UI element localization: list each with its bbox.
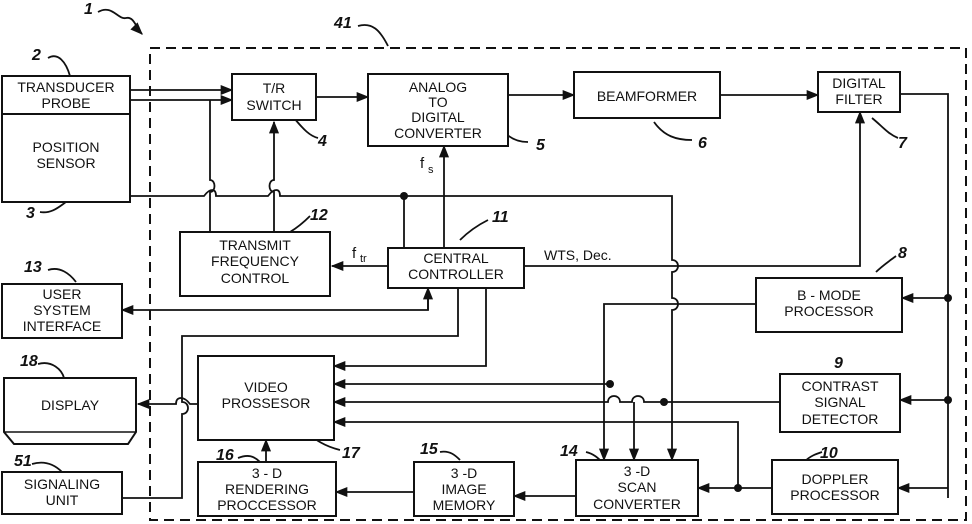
signaling-unit-line-2: UNIT xyxy=(46,492,79,508)
rendering-line-3: PROCCESSOR xyxy=(217,497,317,513)
ref-9: 9 xyxy=(834,355,843,372)
ref-18: 18 xyxy=(20,353,38,370)
video-processor-line-1: VIDEO xyxy=(244,379,288,395)
ref-41: 41 xyxy=(333,15,352,32)
tr-switch-line-1: T/R xyxy=(263,80,286,96)
adc-line-4: CONVERTER xyxy=(394,125,482,141)
ref-11: 11 xyxy=(492,209,509,226)
usi-line-2: SYSTEM xyxy=(33,302,91,318)
ref-13: 13 xyxy=(24,259,42,276)
position-sensor-line-1: POSITION xyxy=(33,139,100,155)
adc-line-1: ANALOG xyxy=(409,79,467,95)
ref-12: 12 xyxy=(310,207,328,224)
fs-subscript: s xyxy=(428,164,434,176)
scan-converter-line-1: 3 -D xyxy=(624,463,650,479)
ref-5: 5 xyxy=(536,137,546,154)
ref-2: 2 xyxy=(31,47,41,64)
csd-line-1: CONTRAST xyxy=(802,378,879,394)
ref-17: 17 xyxy=(342,445,361,462)
rendering-line-1: 3 - D xyxy=(252,465,282,481)
ref-15: 15 xyxy=(420,441,439,458)
ref-8: 8 xyxy=(898,245,907,262)
display-label: DISPLAY xyxy=(41,397,100,413)
image-memory-line-2: IMAGE xyxy=(441,481,486,497)
rendering-line-2: RENDERING xyxy=(225,481,309,497)
tr-switch-line-2: SWITCH xyxy=(246,97,301,113)
transducer-probe-line-1: TRANSDUCER xyxy=(17,79,114,95)
tfc-line-3: CONTROL xyxy=(221,270,290,286)
ref-51: 51 xyxy=(14,453,32,470)
image-memory-line-3: MEMORY xyxy=(433,497,496,513)
ref-1: 1 xyxy=(84,1,93,18)
beamformer-label: BEAMFORMER xyxy=(597,88,697,104)
scan-converter-line-3: CONVERTER xyxy=(593,496,681,512)
ref-14: 14 xyxy=(560,443,578,460)
usi-line-3: INTERFACE xyxy=(23,318,102,334)
video-processor-line-2: PROSSESOR xyxy=(222,395,311,411)
position-sensor-line-2: SENSOR xyxy=(36,155,95,171)
ref-7: 7 xyxy=(898,135,908,152)
signaling-unit-line-1: SIGNALING xyxy=(24,476,100,492)
image-memory-line-1: 3 -D xyxy=(451,465,477,481)
ref-6: 6 xyxy=(698,135,707,152)
reference-numerals: 1 41 2 3 4 5 6 7 8 9 10 11 12 13 18 51 1… xyxy=(14,1,908,470)
digital-filter-line-1: DIGITAL xyxy=(832,75,886,91)
transducer-probe-line-2: PROBE xyxy=(41,95,90,111)
central-controller-line-1: CENTRAL xyxy=(423,250,489,266)
ref-3: 3 xyxy=(26,205,35,222)
digital-filter-line-2: FILTER xyxy=(835,91,882,107)
doppler-line-2: PROCESSOR xyxy=(790,487,879,503)
central-controller-line-2: CONTROLLER xyxy=(408,266,504,282)
adc-line-2: TO xyxy=(428,94,447,110)
bmode-line-1: B - MODE xyxy=(797,287,861,303)
junction-dots xyxy=(400,192,952,492)
csd-line-2: SIGNAL xyxy=(814,394,866,410)
wts-dec-label: WTS, Dec. xyxy=(544,247,612,263)
tfc-line-1: TRANSMIT xyxy=(219,237,291,253)
scan-converter-line-2: SCAN xyxy=(618,479,657,495)
adc-line-3: DIGITAL xyxy=(411,109,465,125)
tfc-line-2: FREQUENCY xyxy=(211,253,300,269)
ftr-label: f xyxy=(352,245,357,262)
ref-4: 4 xyxy=(317,133,327,150)
usi-line-1: USER xyxy=(43,286,82,302)
ftr-subscript: tr xyxy=(360,253,367,265)
csd-line-3: DETECTOR xyxy=(802,411,879,427)
doppler-line-1: DOPPLER xyxy=(802,471,869,487)
bmode-line-2: PROCESSOR xyxy=(784,303,873,319)
fs-label: f xyxy=(420,155,425,172)
